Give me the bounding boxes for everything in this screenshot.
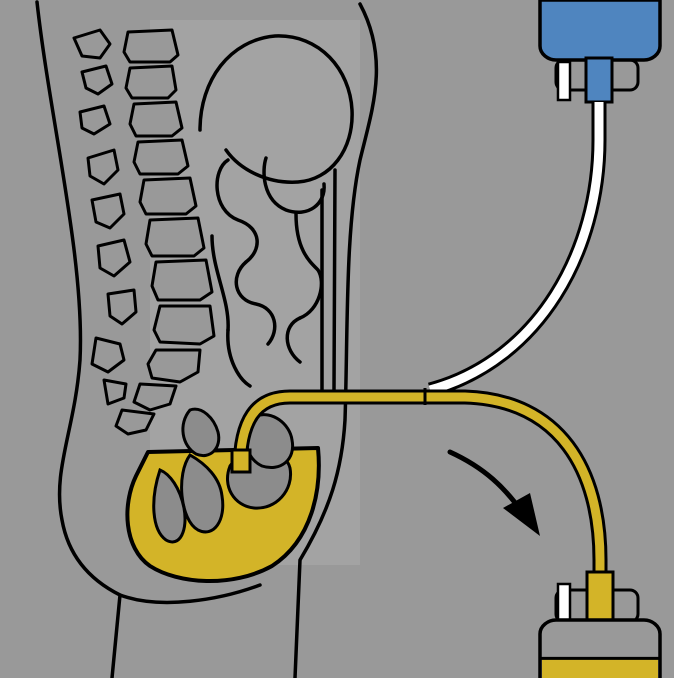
drain-bag-fluid — [542, 658, 658, 678]
catheter-tip — [232, 450, 250, 472]
